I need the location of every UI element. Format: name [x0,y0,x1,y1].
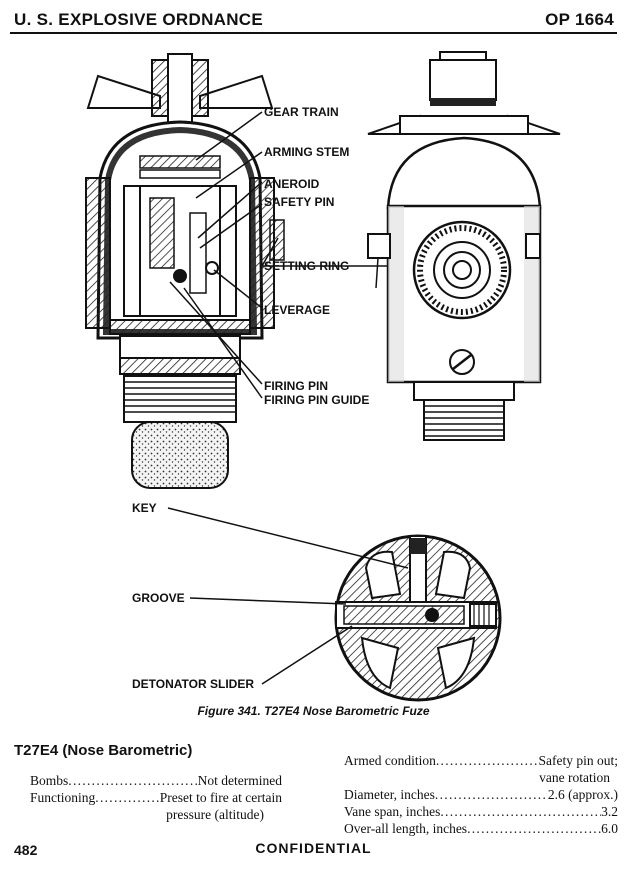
spec-value: Preset to fire at certain [159,790,282,805]
leader-dots [436,752,539,769]
label-key: KEY [132,501,157,515]
label-gear-train: GEAR TRAIN [264,105,339,119]
leader-dots [467,820,601,837]
spec-row-vane-span: Vane span, inches 3.2 [344,803,618,820]
leader-dots [95,789,160,806]
spec-row-bombs: Bombs Not determined [30,772,282,789]
classification-stamp: CONFIDENTIAL [255,840,372,856]
header-rule [10,32,617,34]
section-leader-lines [167,507,409,685]
label-safety-pin: SAFETY PIN [264,195,334,209]
spec-row-overall-length: Over-all length, inches 6.0 [344,820,618,837]
spec-label: Diameter, inches [344,787,435,802]
spec-value: Not determined [197,773,282,788]
label-aneroid: ANEROID [264,177,320,191]
cutaway-view [85,53,285,489]
spec-row-diameter: Diameter, inches 2.6 (approx.) [344,786,618,803]
spec-value: 2.6 (approx.) [547,787,618,802]
page-header: U. S. EXPLOSIVE ORDNANCE OP 1664 [14,6,614,34]
spec-label: Vane span, inches [344,804,441,819]
leader-dots [440,803,601,820]
leader-lines [169,111,388,399]
spec-value: 6.0 [601,821,618,836]
header-title: U. S. EXPLOSIVE ORDNANCE [14,10,264,29]
label-leverage: LEVERAGE [264,303,330,317]
spec-row-armed: Armed condition Safety pin out; [344,752,618,769]
label-detonator-slider: DETONATOR SLIDER [132,677,254,691]
spec-value: Safety pin out; [538,753,619,768]
label-setting-ring: SETTING RING [264,259,349,273]
exterior-view [367,51,561,441]
spec-label: Armed condition [344,753,436,768]
label-firing-pin-guide: FIRING PIN GUIDE [264,393,369,407]
header-doc-number: OP 1664 [545,10,614,29]
fuze-illustration: GEAR TRAIN ARMING STEM ANEROID SAFETY PI… [85,51,561,702]
spec-label: Functioning [30,790,96,805]
page-number: 482 [14,842,38,858]
figure-341: GEAR TRAIN ARMING STEM ANEROID SAFETY PI… [0,38,627,728]
label-groove: GROOVE [132,591,185,605]
leader-dots [68,772,197,789]
spec-list-left: Bombs Not determined Functioning Preset … [30,772,282,823]
cross-section-view [334,534,502,702]
spec-list-right: Armed condition Safety pin out; vane rot… [344,752,618,837]
spec-label: Over-all length, inches [344,821,468,836]
spec-row-functioning: Functioning Preset to fire at certain [30,789,282,806]
spec-value-continuation: pressure (altitude) [166,807,264,822]
spec-value-continuation: vane rotation [539,770,610,785]
section-title: T27E4 (Nose Barometric) [14,742,193,759]
figure-caption: Figure 341. T27E4 Nose Barometric Fuze [197,704,430,718]
spec-value: 3.2 [601,804,618,819]
label-firing-pin: FIRING PIN [264,379,328,393]
label-arming-stem: ARMING STEM [264,145,349,159]
leader-dots [435,786,548,803]
spec-label: Bombs [30,773,69,788]
